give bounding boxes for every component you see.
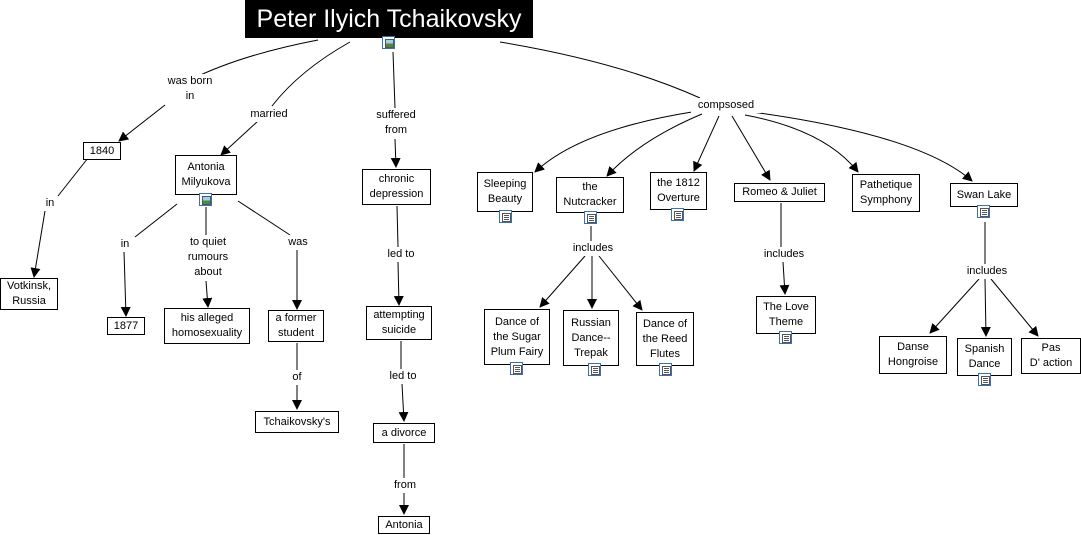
link-label-quiet-rumours: to quiet rumours about: [183, 235, 233, 280]
connector: [398, 383, 409, 422]
connector: [390, 138, 401, 168]
node-former-student[interactable]: a former student: [268, 310, 324, 342]
connector: [120, 250, 131, 317]
link-label-includes: includes: [960, 264, 1014, 279]
node-reed-flutes[interactable]: Dance of the Reed Flutes: [636, 312, 694, 366]
connector: [731, 115, 771, 181]
link-label-of: of: [289, 370, 305, 385]
connector: [393, 261, 404, 306]
document-icon[interactable]: [659, 363, 672, 376]
connector: [396, 205, 399, 248]
link-label-in: in: [117, 237, 133, 252]
node-sugar-plum-fairy[interactable]: Dance of the Sugar Plum Fairy: [484, 309, 550, 365]
node-1840[interactable]: 1840: [83, 142, 121, 160]
link-label-includes: includes: [757, 247, 811, 262]
connector: [744, 114, 859, 173]
connector: [980, 278, 991, 337]
document-icon[interactable]: [978, 373, 991, 386]
node-love-theme[interactable]: The Love Theme: [756, 296, 816, 334]
connector: [693, 115, 720, 172]
connector: [598, 255, 643, 311]
node-antonia-milyukova[interactable]: Antonia Milyukova: [175, 155, 237, 195]
node-votkinsk[interactable]: Votkinsk, Russia: [0, 278, 58, 310]
connector: [990, 278, 1039, 337]
link-label-led-to: led to: [382, 247, 420, 262]
connector: [220, 120, 259, 156]
link-label-led-to: led to: [384, 369, 422, 384]
connector: [237, 200, 291, 236]
connector: [779, 261, 790, 295]
link-label-in: in: [42, 196, 58, 211]
connector: [539, 255, 586, 308]
link-label-suffered-from: suffered from: [368, 108, 424, 138]
node-pathetique-symphony[interactable]: Pathetique Symphony: [852, 174, 920, 212]
document-icon[interactable]: [499, 210, 512, 223]
connector: [534, 111, 693, 173]
root-node[interactable]: Peter Ilyich Tchaikovsky: [245, 0, 533, 38]
connector: [499, 41, 701, 99]
connector: [30, 210, 46, 278]
node-a-divorce[interactable]: a divorce: [373, 423, 435, 443]
node-tchaikovskys[interactable]: Tchaikovsky's: [255, 411, 339, 433]
link-label-includes: includes: [566, 241, 620, 256]
node-1812-overture[interactable]: the 1812 Overture: [650, 172, 707, 210]
connector: [57, 157, 89, 197]
node-homosexuality[interactable]: his alleged homosexuality: [164, 308, 250, 344]
node-romeo-juliet[interactable]: Romeo & Juliet: [734, 183, 825, 202]
connector: [392, 51, 396, 109]
link-label-composed: compsosed: [691, 98, 761, 113]
document-icon[interactable]: [977, 205, 990, 218]
link-label-born-in: was born in: [160, 74, 220, 104]
node-sleeping-beauty[interactable]: Sleeping Beauty: [477, 172, 533, 212]
node-pas-daction[interactable]: Pas D' action: [1021, 338, 1081, 374]
image-icon[interactable]: [199, 193, 212, 206]
node-nutcracker[interactable]: the Nutcracker: [556, 177, 624, 213]
document-icon[interactable]: [584, 211, 597, 224]
node-russian-dance[interactable]: Russian Dance-- Trepak: [563, 310, 619, 366]
node-swan-lake[interactable]: Swan Lake: [950, 183, 1018, 207]
connector: [271, 41, 351, 107]
node-chronic-depression[interactable]: chronic depression: [362, 169, 431, 205]
node-spanish-dance[interactable]: Spanish Dance: [957, 338, 1012, 376]
connector: [118, 104, 166, 142]
node-attempting-suicide[interactable]: attempting suicide: [366, 306, 432, 340]
link-label-married: married: [246, 107, 292, 122]
connector: [134, 203, 178, 238]
document-icon[interactable]: [779, 331, 792, 344]
connector: [202, 280, 213, 308]
node-antonia[interactable]: Antonia: [378, 516, 430, 534]
image-icon[interactable]: [382, 36, 395, 49]
link-label-from: from: [390, 478, 420, 493]
document-icon[interactable]: [510, 362, 523, 375]
document-icon[interactable]: [671, 208, 684, 221]
link-label-was: was: [285, 235, 311, 250]
connector: [751, 111, 973, 182]
node-1877[interactable]: 1877: [107, 317, 145, 335]
connector: [606, 113, 703, 177]
connector: [929, 278, 980, 334]
node-danse-hongroise[interactable]: Danse Hongroise: [879, 336, 947, 374]
document-icon[interactable]: [588, 363, 601, 376]
